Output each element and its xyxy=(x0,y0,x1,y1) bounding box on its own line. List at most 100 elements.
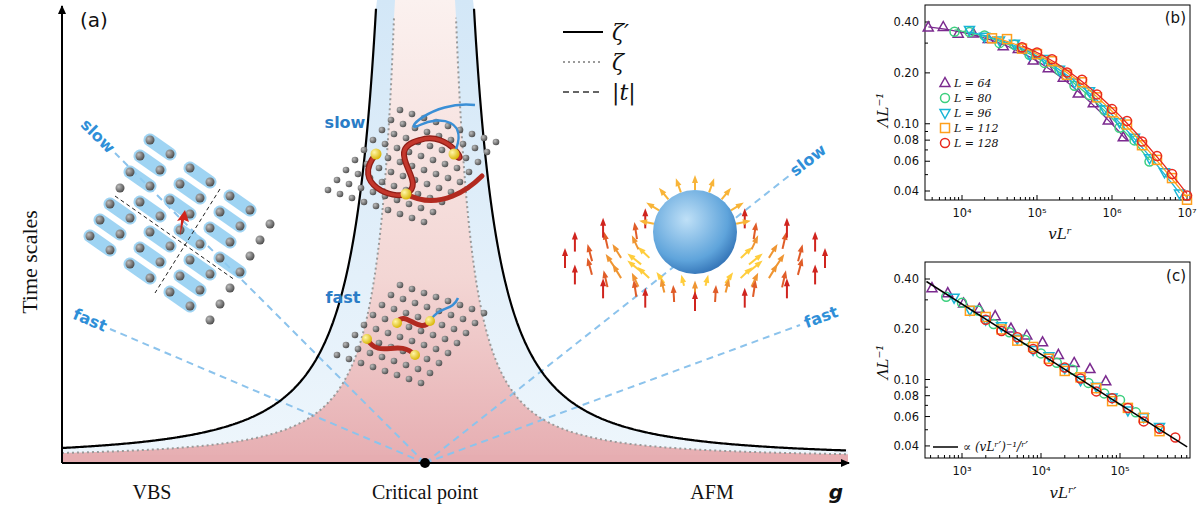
circle-marker xyxy=(1033,48,1042,57)
x-tick xyxy=(1112,455,1113,458)
lattice-site xyxy=(186,302,195,311)
domain-wall xyxy=(155,189,220,293)
tick-label: 10⁶ xyxy=(1102,206,1121,220)
spin-arrow-head xyxy=(751,280,757,288)
skyrmion-sphere xyxy=(653,190,737,274)
spinon-sphere xyxy=(425,316,435,326)
data-series-b xyxy=(923,22,1191,205)
lattice-site xyxy=(403,135,410,142)
lattice-site xyxy=(216,300,225,309)
x-tick xyxy=(1108,197,1109,200)
lattice-site xyxy=(457,302,464,309)
lattice-site xyxy=(246,206,255,215)
triangle-marker xyxy=(940,78,950,87)
slow-string xyxy=(368,138,460,195)
lattice-site xyxy=(349,195,356,202)
lattice-site xyxy=(445,298,452,305)
y-tick xyxy=(925,405,928,406)
x-tick xyxy=(1167,455,1168,458)
y-tick xyxy=(925,395,930,396)
circle-marker xyxy=(1183,191,1192,200)
spin-arrow-head xyxy=(562,248,568,256)
timescale-label: slow xyxy=(325,113,366,132)
spin-arrow-head xyxy=(752,222,758,230)
lattice-site xyxy=(424,181,431,188)
y-tick xyxy=(925,72,930,73)
lattice-site xyxy=(186,164,195,173)
lattice-site xyxy=(433,171,440,178)
spin-arrow-head xyxy=(781,270,787,278)
lattice-site xyxy=(436,360,443,367)
spin-arrow-head xyxy=(709,178,715,187)
y-tick xyxy=(925,174,928,175)
x-tick xyxy=(962,195,963,200)
zeta-prime-curve xyxy=(62,9,376,448)
fit-curve xyxy=(970,32,1180,193)
x-tick xyxy=(1078,455,1079,458)
lattice-site xyxy=(388,169,395,176)
lattice-site xyxy=(445,175,452,182)
spin-arrow-head xyxy=(587,258,593,267)
timescale-label: fast xyxy=(68,304,111,337)
slow-string xyxy=(406,176,482,200)
lattice-site xyxy=(196,286,205,295)
legend-text: L = 80 xyxy=(954,92,992,105)
lattice-site xyxy=(439,147,446,154)
y-tick xyxy=(925,379,930,380)
x-tick xyxy=(1164,197,1165,200)
lattice-site xyxy=(136,198,145,207)
fit-curve xyxy=(955,30,1150,160)
lattice-site xyxy=(226,284,235,293)
timescale-label: slow xyxy=(75,113,120,158)
circle-marker xyxy=(1093,90,1102,99)
circle-marker xyxy=(1048,55,1057,64)
y-tick xyxy=(925,416,930,417)
spin-arrow-head xyxy=(638,247,646,255)
spin-arrow-head xyxy=(755,261,763,268)
y-tick xyxy=(925,299,928,300)
lattice-site xyxy=(406,324,413,331)
text-label: VBS xyxy=(133,481,172,504)
tick-label: 0.20 xyxy=(893,322,919,336)
spin-arrow-head xyxy=(798,244,804,253)
lattice-site xyxy=(418,153,425,160)
circle-marker xyxy=(1168,170,1177,179)
legend-text: L = 112 xyxy=(954,122,999,135)
x-tick xyxy=(954,455,955,458)
lattice-site xyxy=(427,143,434,150)
lattice-site xyxy=(379,354,386,361)
lattice-site xyxy=(481,310,488,317)
text-label: vLʳ′ xyxy=(1049,484,1076,502)
lattice-site xyxy=(256,236,265,245)
blue-string xyxy=(414,105,475,154)
lattice-site xyxy=(346,181,353,188)
tick-label: 10³ xyxy=(952,464,971,478)
text-label: ΛL⁻¹ xyxy=(874,93,892,128)
lattice-site xyxy=(397,282,404,289)
spin-arrow-head xyxy=(602,270,608,278)
lattice-site xyxy=(176,180,185,189)
lattice-site xyxy=(376,165,383,172)
lattice-site xyxy=(385,155,392,162)
spin-arrow-head xyxy=(633,222,639,230)
lattice-site xyxy=(472,320,479,327)
lattice-site xyxy=(355,171,362,178)
tick-label: 10⁵ xyxy=(1027,206,1046,220)
lattice-site xyxy=(206,178,215,187)
spinon-sphere xyxy=(371,149,382,160)
lattice-site xyxy=(451,326,458,333)
lattice-site xyxy=(355,346,362,353)
text-label: ΛL⁻¹ xyxy=(874,345,892,380)
triangle-marker xyxy=(1085,364,1095,373)
lattice-site xyxy=(216,208,225,217)
lattice-site xyxy=(472,145,479,152)
legend-text: ∝ (vLʳ′)⁻¹/ʳ′ xyxy=(963,440,1028,454)
x-tick xyxy=(1116,455,1117,458)
circle-marker xyxy=(950,27,959,36)
lattice-site xyxy=(358,360,365,367)
lattice-site xyxy=(370,364,377,371)
lattice-site xyxy=(406,376,413,383)
x-tick xyxy=(1089,197,1090,200)
x-tick xyxy=(999,455,1000,458)
x-tick xyxy=(1143,455,1144,458)
